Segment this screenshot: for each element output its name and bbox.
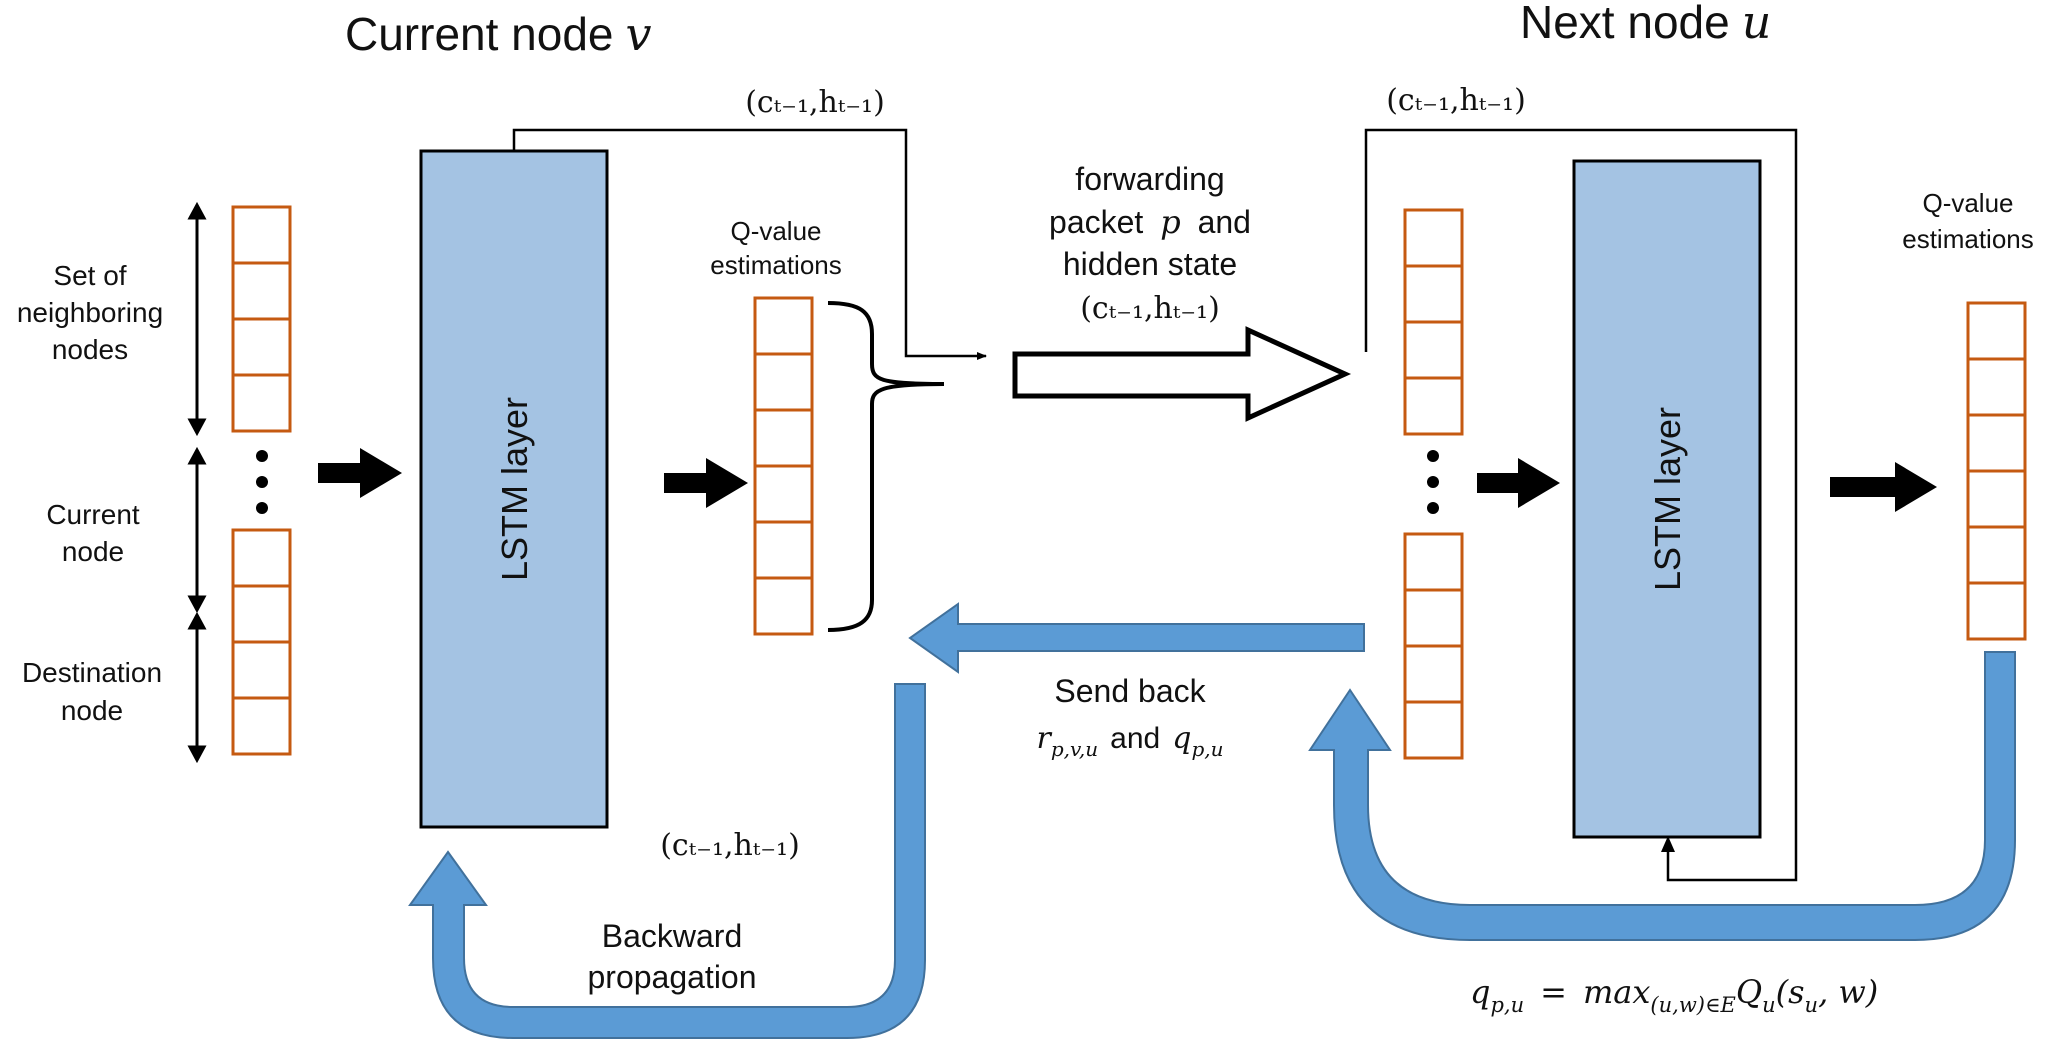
right-state-arrowhead bbox=[1661, 836, 1675, 852]
right-lstm-block bbox=[1572, 159, 1762, 839]
svg-text:packet p and: packet p and bbox=[1049, 203, 1251, 241]
forward-label: forwarding packet p and hidden state (cₜ… bbox=[1049, 161, 1251, 326]
svg-text:node: node bbox=[61, 695, 123, 726]
arrow-input-to-left-lstm bbox=[318, 448, 402, 498]
backprop-label: Backward propagation bbox=[587, 918, 756, 995]
right-q-label: Q-value estimations bbox=[1902, 188, 2034, 254]
svg-text:Current: Current bbox=[46, 499, 140, 530]
right-state-path bbox=[1364, 128, 1798, 882]
right-input-vector-top bbox=[1403, 208, 1464, 436]
q-return-u-arrow bbox=[1308, 651, 2016, 941]
svg-text:hidden state: hidden state bbox=[1063, 246, 1237, 282]
left-q-vector bbox=[753, 296, 814, 636]
arrow-left-lstm-to-q bbox=[664, 458, 748, 508]
left-state-path bbox=[512, 128, 987, 360]
svg-text:node: node bbox=[62, 536, 124, 567]
range-arrow-destination bbox=[187, 611, 207, 764]
left-input-ellipsis bbox=[256, 450, 268, 514]
svg-text:estimations: estimations bbox=[710, 250, 842, 280]
range-arrow-current bbox=[187, 446, 207, 614]
input-label-set-neighbors: Set of neighboring nodes bbox=[17, 260, 163, 365]
svg-text:Q-value: Q-value bbox=[1922, 188, 2013, 218]
svg-text:neighboring: neighboring bbox=[17, 297, 163, 328]
right-input-vector-bottom bbox=[1403, 532, 1464, 760]
arrow-input-to-right-lstm bbox=[1477, 458, 1560, 508]
left-state-bottom-label: (cₜ₋₁,hₜ₋₁) bbox=[660, 828, 800, 863]
left-lstm-label: LSTM layer bbox=[494, 397, 535, 581]
right-state-top-label: (cₜ₋₁,hₜ₋₁) bbox=[1386, 83, 1526, 118]
forward-hollow-arrow bbox=[1012, 326, 1352, 422]
svg-text:(cₜ₋₁,hₜ₋₁): (cₜ₋₁,hₜ₋₁) bbox=[1080, 291, 1220, 326]
right-input-ellipsis bbox=[1427, 450, 1439, 514]
left-input-vector-top bbox=[231, 205, 292, 433]
left-input-vector-bottom bbox=[231, 528, 292, 756]
svg-text:propagation: propagation bbox=[587, 959, 756, 995]
q-brace bbox=[827, 301, 945, 632]
backprop-u-arrow bbox=[408, 683, 926, 1039]
q-equation: qp,u=max(u,w)∈EQu(su, w) bbox=[1470, 973, 1878, 1017]
input-label-current-node: Current node bbox=[46, 499, 140, 567]
right-q-vector bbox=[1966, 301, 2027, 641]
svg-text:estimations: estimations bbox=[1902, 224, 2034, 254]
svg-text:Destination: Destination bbox=[22, 657, 162, 688]
left-lstm-block bbox=[419, 149, 609, 829]
left-q-label: Q-value estimations bbox=[710, 216, 842, 280]
svg-text:Q-value: Q-value bbox=[730, 216, 821, 246]
svg-text:Set of: Set of bbox=[53, 260, 126, 291]
input-label-destination-node: Destination node bbox=[22, 657, 162, 726]
send-back-arrow bbox=[908, 602, 1365, 674]
svg-text:Backward: Backward bbox=[602, 918, 743, 954]
right-lstm-label: LSTM layer bbox=[1647, 407, 1688, 591]
arrow-right-lstm-to-q bbox=[1830, 462, 1937, 512]
range-arrow-neighbors bbox=[187, 201, 207, 437]
left-state-top-label: (cₜ₋₁,hₜ₋₁) bbox=[745, 85, 885, 120]
svg-text:nodes: nodes bbox=[52, 334, 128, 365]
svg-text:Send back: Send back bbox=[1054, 673, 1206, 709]
svg-text:forwarding: forwarding bbox=[1075, 161, 1224, 197]
